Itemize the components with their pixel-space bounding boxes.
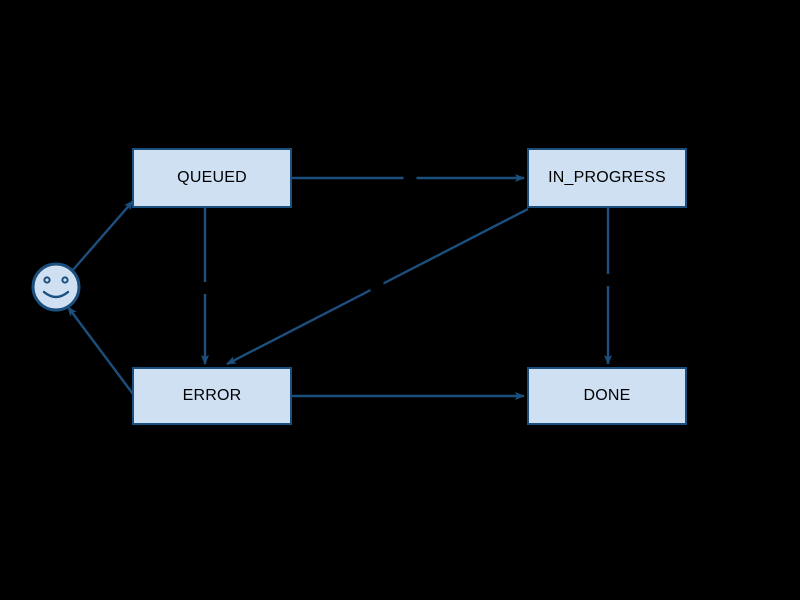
edge-error-to-start	[67, 306, 134, 395]
edge-label-inprogress-to-done: …	[601, 274, 615, 286]
state-label-in-progress: IN_PROGRESS	[548, 169, 666, 186]
state-node-in-progress[interactable]: IN_PROGRESS	[527, 148, 687, 208]
edge-start-to-queued	[71, 200, 134, 272]
edge-label-inprogress-to-error: …	[370, 281, 384, 293]
state-label-queued: QUEUED	[177, 169, 247, 186]
smiley-eye-right-icon	[61, 276, 69, 284]
state-node-queued[interactable]: QUEUED	[132, 148, 292, 208]
state-node-done[interactable]: DONE	[527, 367, 687, 425]
state-node-error[interactable]: ERROR	[132, 367, 292, 425]
edge-label-queued-to-inprogress: …	[403, 172, 417, 184]
edge-label-queued-to-error: …	[198, 282, 212, 294]
state-label-error: ERROR	[182, 387, 242, 404]
state-label-done: DONE	[583, 387, 631, 404]
smiley-mouth-icon	[42, 290, 70, 299]
smiley-circle	[31, 262, 81, 312]
start-node-smiley[interactable]	[31, 262, 81, 312]
smiley-eye-left-icon	[43, 276, 51, 284]
